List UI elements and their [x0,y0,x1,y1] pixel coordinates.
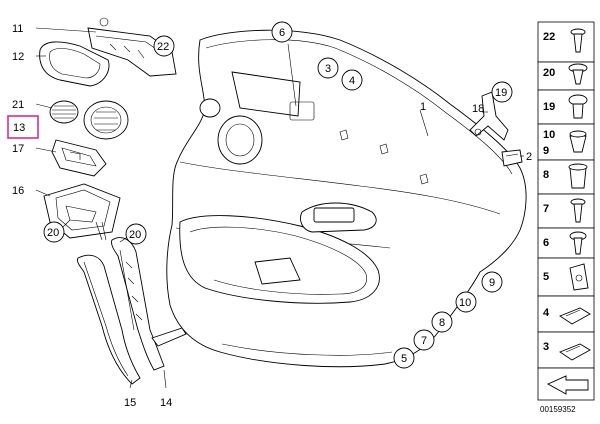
plastic-clip-icon [569,130,587,153]
door-bin [43,183,121,241]
callout-20b: 20 [129,229,141,241]
callout-21: 21 [12,99,24,111]
push-pin-icon [568,94,588,119]
callout-11: 11 [12,23,23,35]
sheet-clip-icon [559,307,591,325]
callout-3: 3 [325,63,331,75]
arrow-icon [546,375,589,395]
fastener-label: 6 [543,237,549,249]
callout-1: 1 [420,101,426,113]
handle-cover [39,41,110,87]
callout-5: 5 [401,353,407,365]
fastener-column: 22 20 19 10 9 8 7 6 5 4 3 00159352 [537,21,595,414]
callout-14: 14 [160,397,172,409]
callout-15: 15 [124,397,136,409]
washer-screw-icon [569,231,587,255]
retainer-clip-icon [568,163,588,189]
fastener-label: 5 [543,271,549,283]
callouts: 11 12 21 13 17 16 1 18 2 15 14 22 6 3 4 … [7,21,532,409]
callout-13: 13 [13,122,25,134]
callout-16: 16 [12,185,24,197]
callout-7: 7 [421,335,427,347]
speaker-ring [83,100,129,140]
fastener-label: 19 [543,101,555,113]
pull-handle [77,254,141,385]
fastener-label: 3 [543,341,549,353]
sheet-clip-icon [559,343,591,361]
screw-icon [570,28,586,53]
fastener-label: 20 [543,67,555,79]
fastener-label: 8 [543,169,549,181]
clip [501,149,523,167]
fastener-label: 9 [543,145,549,157]
callout-8: 8 [439,317,445,329]
callout-10: 10 [459,297,471,309]
grab-handle-bracket [87,17,177,77]
screw-icon [570,198,586,223]
fastener-label: 7 [543,203,549,215]
callout-9: 9 [489,277,495,289]
callout-17: 17 [12,143,24,155]
callout-4: 4 [349,75,355,87]
callout-22: 22 [157,41,169,53]
callout-19: 19 [495,87,507,99]
callout-18: 18 [472,103,484,115]
fastener-label: 10 [543,129,555,141]
expanding-rivet-icon [568,63,588,85]
mounting-bracket [469,91,509,141]
callout-20a: 20 [47,227,59,239]
callout-12: 12 [12,51,24,63]
callout-2: 2 [526,151,532,163]
clip-nut-icon [569,263,589,291]
document-number: 00159352 [540,405,576,414]
callout-6: 6 [279,27,285,39]
door-trim-panel [166,29,527,368]
highlight-box [7,115,39,139]
pull-handle-insert [111,237,187,371]
storage-tray [51,139,107,177]
fastener-label: 22 [543,31,555,43]
speaker-grille [49,100,79,124]
fastener-label: 4 [543,307,550,319]
